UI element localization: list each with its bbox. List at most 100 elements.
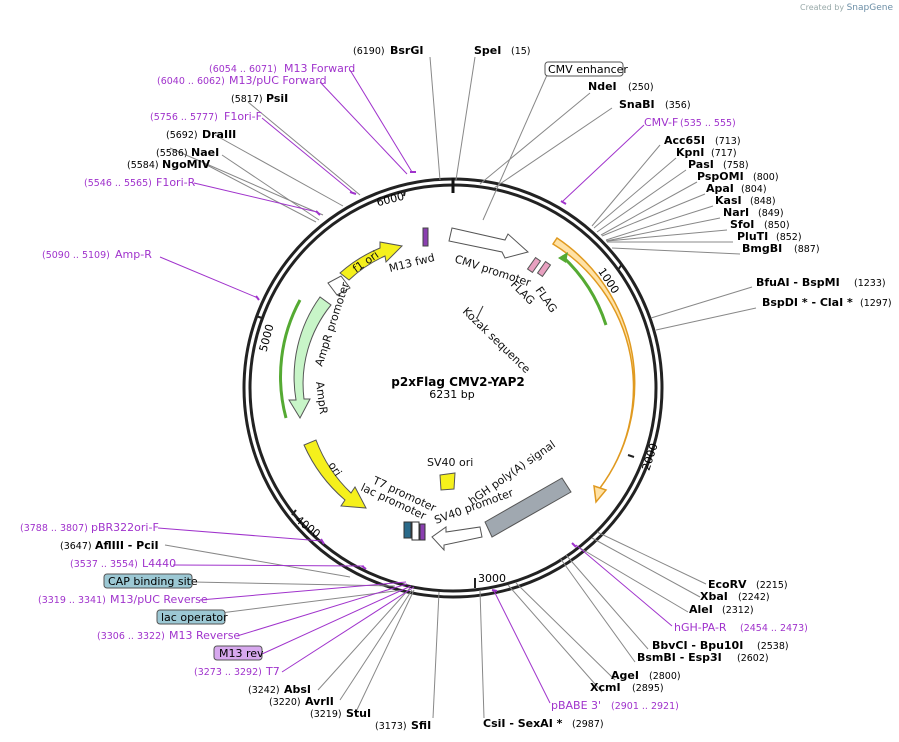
alei-pos: (2312) — [722, 605, 754, 616]
draiii-pos: (5692) — [166, 130, 198, 141]
orange-feature-arc — [551, 236, 636, 504]
m13-forward-name: M13 Forward — [284, 62, 355, 75]
created-by-text: Created by — [800, 3, 845, 12]
nari-name: NarI — [723, 206, 749, 219]
bsrgi-name: BsrGI — [390, 44, 423, 57]
right-labels: CMV enhancer NdeI (250) SnaBI (356) CMV-… — [483, 61, 892, 730]
top-labels: (6190) BsrGI SpeI (15) — [353, 44, 531, 57]
csii-name: CsiI - SexAI * — [483, 717, 563, 730]
kasi-pos: (848) — [750, 196, 776, 207]
label-flag-1: FLAG — [508, 278, 537, 307]
bsrgi-pos: (6190) — [353, 46, 385, 57]
kasi-name: KasI — [715, 194, 742, 207]
snapgene-credit: Created by SnapGene — [800, 3, 893, 13]
flag-2 — [536, 260, 552, 278]
f1ori-r-pos: (5546 .. 5565) — [84, 178, 152, 189]
kpni-name: KpnI — [676, 146, 704, 159]
ampr-green-arc — [279, 299, 302, 419]
bmgbi-name: BmgBI — [742, 242, 782, 255]
pluti-pos: (852) — [776, 232, 802, 243]
bbvci-pos: (2538) — [757, 641, 789, 652]
label-sv40-ori: SV40 ori — [427, 456, 473, 469]
m13-puc-reverse-pos: (3319 .. 3341) — [38, 595, 106, 606]
m13-reverse-pos: (3306 .. 3322) — [97, 631, 165, 642]
f1ori-r-name: F1ori-R — [156, 176, 196, 189]
agei-name: AgeI — [611, 669, 639, 682]
cmv-enhancer-box — [544, 61, 624, 77]
sv40-ori-box — [439, 472, 456, 491]
agei-pos: (2800) — [649, 671, 681, 682]
lac-promoter-box — [411, 521, 420, 541]
pbr322ori-f-pos: (3788 .. 3807) — [20, 523, 88, 534]
bsmbi-name: BsmBI - Esp3I — [637, 651, 722, 664]
t7-promoter-box — [403, 521, 412, 539]
ori-arrow — [303, 439, 367, 509]
snabi-name: SnaBI — [619, 98, 655, 111]
ecorv-name: EcoRV — [708, 578, 747, 591]
naei-name: NaeI — [191, 146, 219, 159]
hgh-polya-box — [484, 477, 572, 538]
xcmi-name: XcmI — [590, 681, 621, 694]
bspdi-name: BspDI * - ClaI * — [762, 296, 853, 309]
pasi-pos: (758) — [723, 160, 749, 171]
plasmid-name: p2xFlag CMV2-YAP2 — [391, 375, 524, 389]
bsmbi-pos: (2602) — [737, 653, 769, 664]
bspdi-pos: (1297) — [860, 298, 892, 309]
m13-forward-pos: (6054 .. 6071) — [209, 64, 277, 75]
bmgbi-pos: (887) — [794, 244, 820, 255]
m13-rev-name: M13 rev — [219, 647, 264, 660]
absi-pos: (3242) — [248, 685, 280, 696]
t7-pos: (3273 .. 3292) — [194, 667, 262, 678]
lac-operator-box — [156, 609, 226, 625]
alei-name: AleI — [689, 603, 713, 616]
m13-puc-forward-name: M13/pUC Forward — [229, 74, 327, 87]
draiii-name: DraIII — [202, 128, 236, 141]
hgh-pa-r-name: hGH-PA-R — [674, 621, 727, 634]
absi-name: AbsI — [284, 683, 311, 696]
leader-lines — [164, 56, 757, 719]
pbabe3-name: pBABE 3' — [551, 699, 601, 712]
sfii-pos: (3173) — [375, 721, 407, 732]
nari-pos: (849) — [758, 208, 784, 219]
cmv-f-name: CMV-F — [644, 116, 678, 129]
pbabe3-pos: (2901 .. 2921) — [611, 701, 679, 712]
csii-pos: (2987) — [572, 719, 604, 730]
amp-r-name: Amp-R — [115, 248, 152, 261]
ampr-arrow — [288, 296, 332, 420]
pbr322ori-f-name: pBR322ori-F — [91, 521, 159, 534]
bfuai-name: BfuAI - BspMI — [756, 276, 840, 289]
acc65i-pos: (713) — [715, 136, 741, 147]
apai-pos: (804) — [741, 184, 767, 195]
label-kozak: Kozak sequence — [460, 305, 533, 376]
cap-binding-site-name: CAP binding site — [108, 575, 198, 588]
pspomi-pos: (800) — [753, 172, 779, 183]
ndei-pos: (250) — [628, 82, 654, 93]
stui-pos: (3219) — [310, 709, 342, 720]
acc65i-name: Acc65I — [664, 134, 705, 147]
f1ori-f-name: F1ori-F — [224, 110, 262, 123]
cmv-enhancer-green-arc — [560, 254, 608, 326]
m13-rev-box — [419, 523, 426, 541]
m13-puc-reverse-name: M13/pUC Reverse — [110, 593, 208, 606]
f1ori-f-pos: (5756 .. 5777) — [150, 112, 218, 123]
label-flag-2: FLAG — [533, 284, 560, 315]
ampr-promoter-box — [327, 275, 351, 296]
tick-2000: 2000 — [640, 442, 661, 473]
tick-3000: 3000 — [478, 572, 506, 585]
m13-rev-box-label — [213, 645, 263, 661]
sfii-name: SfiI — [411, 719, 431, 732]
plasmid-length: 6231 bp — [429, 388, 474, 401]
pspomi-name: PspOMI — [697, 170, 744, 183]
psii-pos: (5817) — [231, 94, 263, 105]
avrii-name: AvrII — [305, 695, 334, 708]
bbvci-name: BbvCI - Bpu10I — [652, 639, 743, 652]
cap-binding-site-box — [103, 573, 193, 589]
stui-name: StuI — [346, 707, 371, 720]
bfuai-pos: (1233) — [854, 278, 886, 289]
xbai-pos: (2242) — [738, 592, 770, 603]
hgh-pa-r-pos: (2454 .. 2473) — [740, 623, 808, 634]
cmv-arrowhead — [558, 252, 568, 263]
ngomiv-pos: (5584) — [127, 160, 159, 171]
xbai-name: XbaI — [700, 590, 728, 603]
